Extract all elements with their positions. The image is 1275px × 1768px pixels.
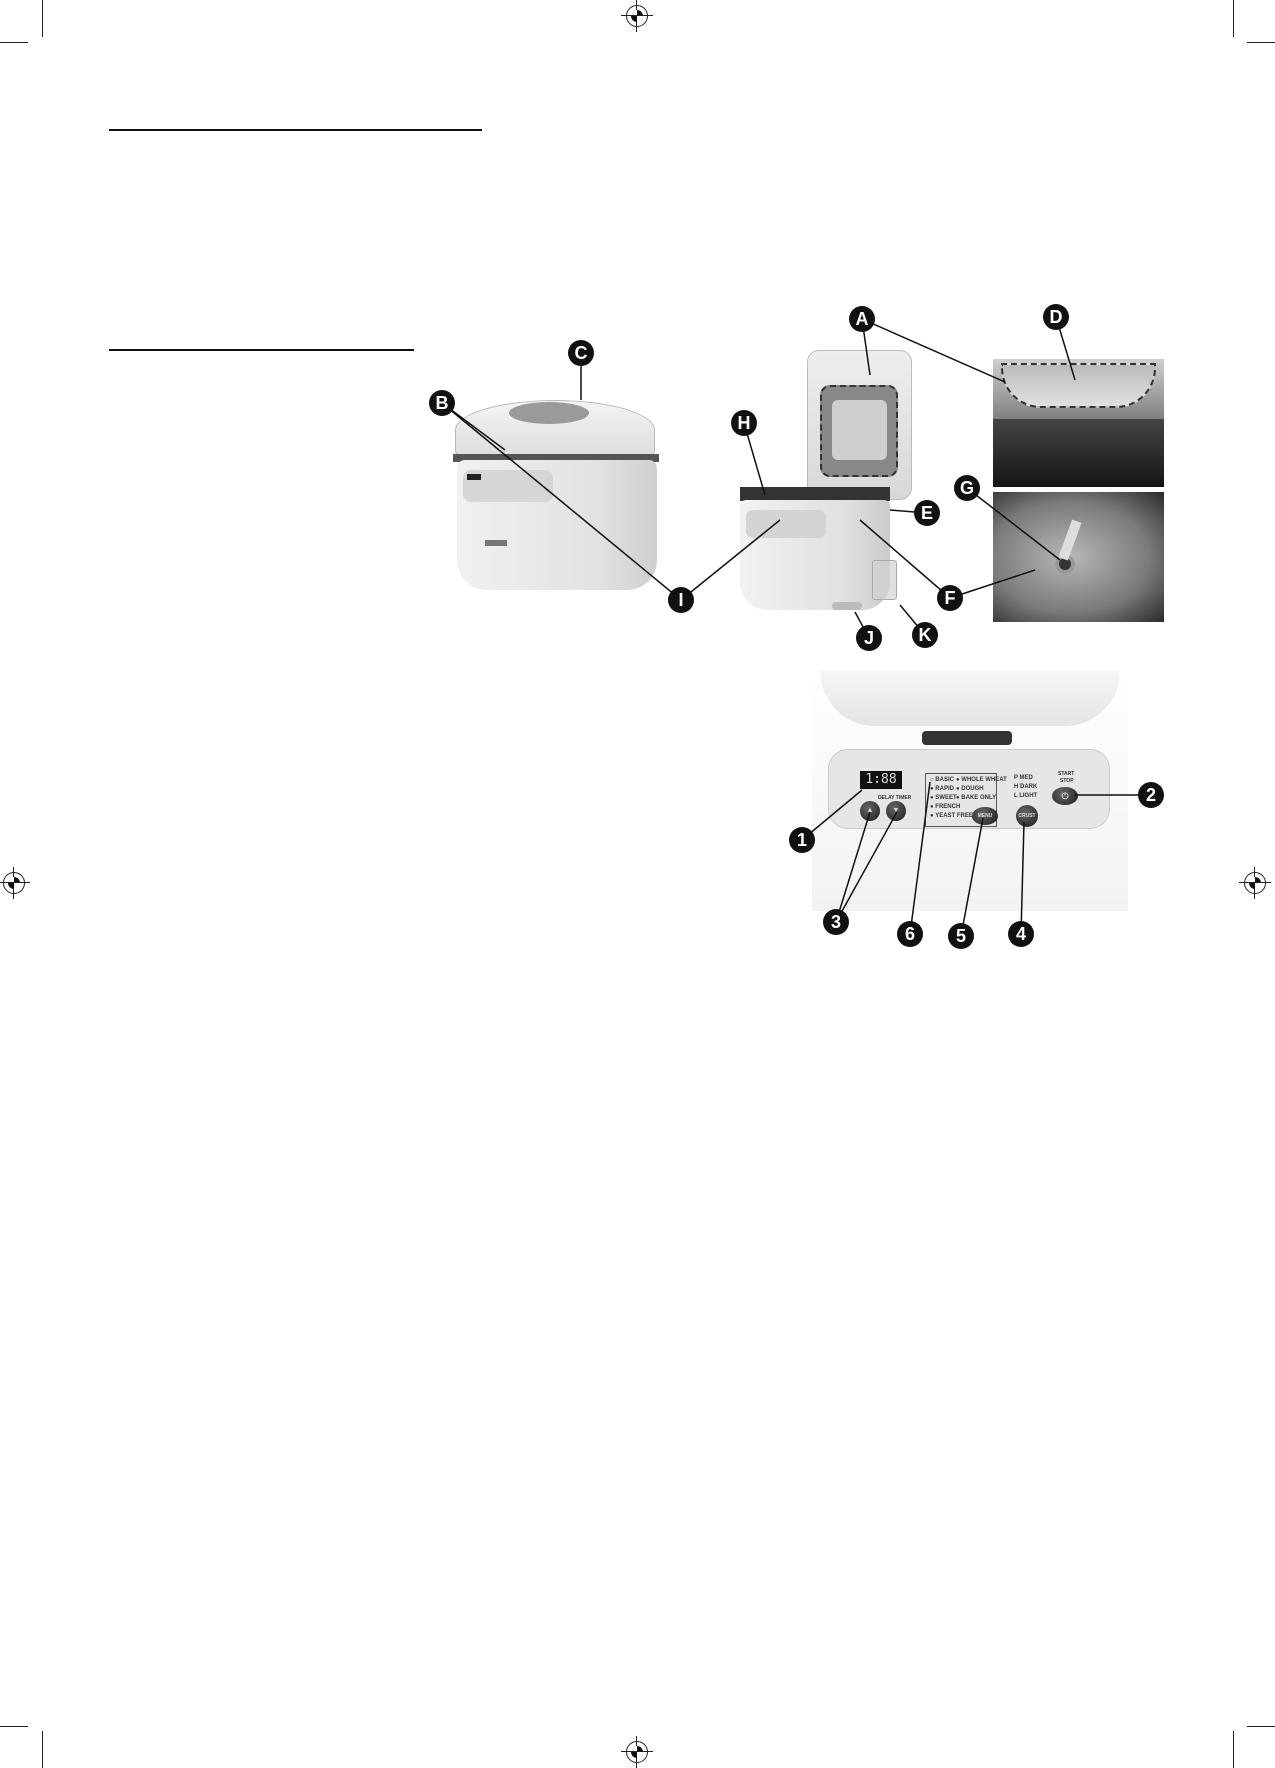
program-bake-only: BAKE ONLY	[961, 795, 997, 801]
callout-2: 2	[1138, 782, 1164, 808]
program-rapid: RAPID	[935, 786, 954, 792]
crop-mark	[1247, 1726, 1275, 1727]
lid-interior-photo	[993, 359, 1164, 487]
heading-rule	[109, 129, 482, 131]
callout-5: 5	[948, 923, 974, 949]
callout-i: I	[668, 587, 694, 613]
callout-f: F	[937, 585, 963, 611]
heading-rule	[109, 349, 414, 351]
registration-mark-icon	[621, 0, 653, 32]
timer-up-button[interactable]: ▲	[860, 801, 880, 821]
registration-mark-icon	[1239, 867, 1271, 899]
bread-maker-open-photo	[722, 350, 942, 643]
callout-j: J	[856, 625, 882, 651]
callout-k: K	[912, 622, 938, 648]
callout-b: B	[429, 390, 455, 416]
callout-c: C	[568, 340, 594, 366]
delay-timer-label: DELAY TIMER	[878, 795, 912, 801]
callout-6: 6	[897, 921, 923, 947]
callout-4: 4	[1008, 921, 1034, 947]
program-yeast-free: YEAST FREE	[935, 813, 973, 819]
program-whole-wheat: WHOLE WHEAT	[961, 777, 1007, 783]
program-sweet: SWEET	[935, 795, 957, 801]
stop-label: STOP	[1060, 778, 1074, 784]
crop-mark	[1233, 1731, 1234, 1768]
callout-e: E	[914, 500, 940, 526]
callout-g: G	[954, 475, 980, 501]
crust-level-med: P MED	[1014, 775, 1033, 781]
menu-button[interactable]: MENU	[972, 807, 998, 825]
callout-3: 3	[823, 909, 849, 935]
registration-mark-icon	[621, 1736, 653, 1768]
start-label: START	[1058, 771, 1075, 777]
crop-mark	[1233, 0, 1234, 37]
callout-h: H	[731, 410, 757, 436]
control-panel-photo: 1:88 DELAY TIMER ▲ ▼ ○ BASIC ● RAPID ● S…	[812, 671, 1128, 911]
start-stop-button[interactable]: ⏻	[1052, 787, 1078, 805]
crust-button[interactable]: CRUST	[1016, 805, 1038, 827]
baking-pan-photo	[993, 492, 1164, 622]
crust-level-light: L LIGHT	[1014, 793, 1038, 799]
callout-1: 1	[789, 827, 815, 853]
program-french: FRENCH	[935, 804, 961, 810]
timer-down-button[interactable]: ▼	[886, 801, 906, 821]
lcd-display: 1:88	[860, 771, 902, 789]
crop-mark	[0, 1726, 28, 1727]
program-dough: DOUGH	[961, 786, 984, 792]
program-basic: BASIC	[935, 777, 954, 783]
crop-mark	[1247, 42, 1275, 43]
crop-mark	[0, 42, 28, 43]
power-icon: ⏻	[1061, 791, 1069, 801]
crop-mark	[42, 1731, 43, 1768]
crust-level-dark: H DARK	[1014, 784, 1038, 790]
callout-d: D	[1043, 304, 1069, 330]
crop-mark	[42, 0, 43, 37]
bread-maker-closed-photo	[417, 380, 682, 615]
callout-a: A	[849, 306, 875, 332]
registration-mark-icon	[0, 867, 30, 899]
